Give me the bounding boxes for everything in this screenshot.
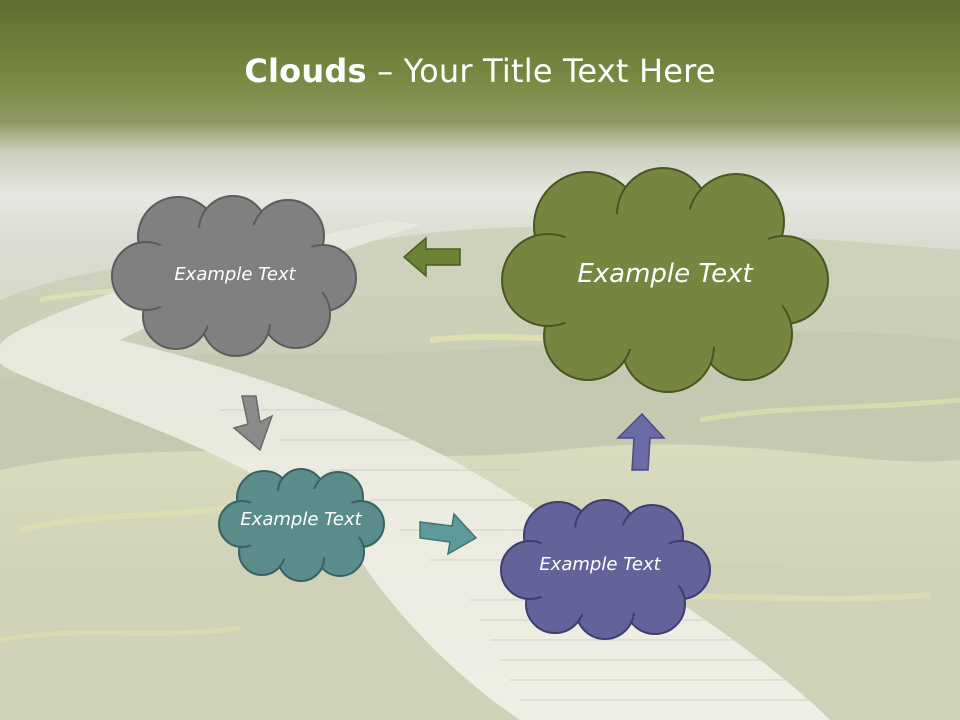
title-bold-part: Clouds [244, 52, 367, 90]
cloud-text-top-right: Example Text [577, 259, 753, 290]
arrow-up-icon [616, 412, 666, 471]
cloud-shape-middle-left[interactable] [216, 464, 386, 582]
cloud-shape-top-left[interactable] [108, 192, 362, 360]
title-rest-part: – Your Title Text Here [366, 52, 716, 90]
cloud-text-middle-left: Example Text [240, 508, 362, 530]
arrow-right-icon [419, 512, 478, 556]
cloud-shape-bottom-right[interactable] [498, 494, 712, 642]
cloud-text-top-left: Example Text [174, 263, 296, 285]
cloud-shape-top-right[interactable] [498, 164, 834, 396]
cloud-text-bottom-right: Example Text [539, 553, 661, 575]
slide-title: Clouds – Your Title Text Here [0, 52, 960, 90]
arrow-left-icon [402, 236, 461, 278]
arrow-down-icon [232, 395, 274, 452]
